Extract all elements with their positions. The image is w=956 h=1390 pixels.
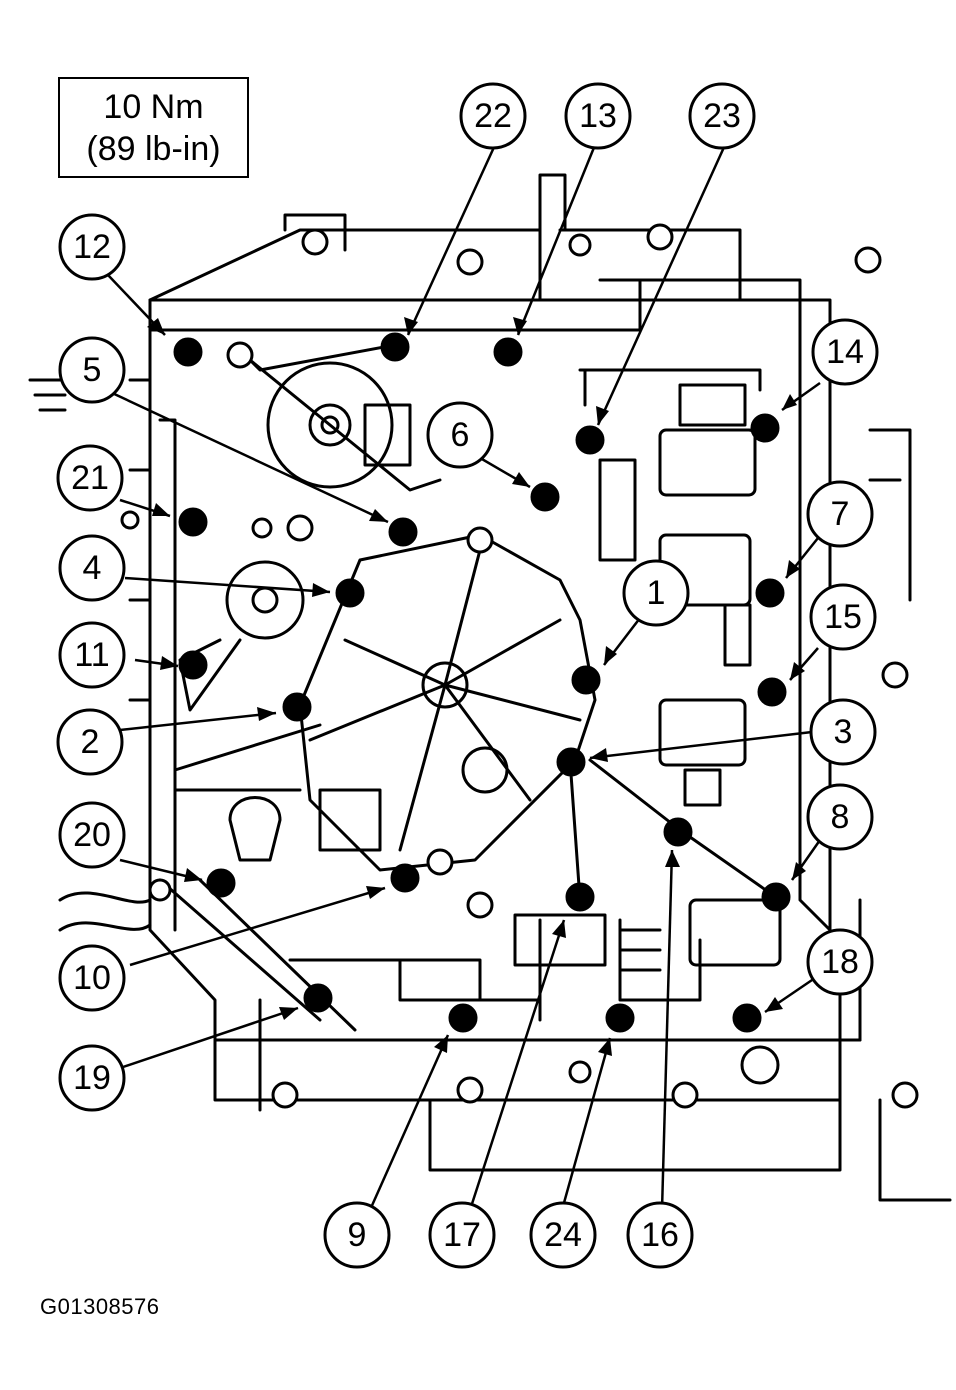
leader-arrowheads	[147, 317, 806, 1056]
callout-18: 18	[806, 928, 874, 996]
callout-17: 17	[428, 1201, 496, 1269]
torque-spec-box: 10 Nm (89 lb-in)	[58, 77, 249, 178]
callout-12-label: 12	[73, 228, 111, 266]
callout-14: 14	[811, 318, 879, 386]
torque-spec-lbin: (89 lb-in)	[86, 129, 221, 168]
mounting-holes	[120, 223, 919, 1109]
callout-1-label: 1	[647, 574, 666, 612]
callout-13-label: 13	[579, 97, 617, 135]
callout-10-label: 10	[73, 959, 111, 997]
callout-22: 22	[459, 82, 527, 150]
callout-7: 7	[806, 480, 874, 548]
callout-9: 9	[323, 1201, 391, 1269]
callout-18-label: 18	[821, 943, 859, 981]
callout-20: 20	[58, 801, 126, 869]
callout-7-label: 7	[831, 495, 850, 533]
callout-23-label: 23	[703, 97, 741, 135]
callout-24-label: 24	[544, 1216, 582, 1254]
callout-3-label: 3	[834, 713, 853, 751]
torque-spec-nm: 10 Nm	[103, 87, 204, 126]
callout-15-label: 15	[824, 598, 862, 636]
callout-4: 4	[58, 534, 126, 602]
callout-6: 6	[426, 401, 494, 469]
callout-2: 2	[56, 708, 124, 776]
callout-5-label: 5	[83, 351, 102, 389]
callout-17-label: 17	[443, 1216, 481, 1254]
callout-1: 1	[622, 559, 690, 627]
callout-20-label: 20	[73, 816, 111, 854]
valve-body-outline	[28, 173, 952, 1202]
callout-8: 8	[806, 783, 874, 851]
callout-14-label: 14	[826, 333, 864, 371]
callout-11: 11	[58, 621, 126, 689]
callout-16-label: 16	[641, 1216, 679, 1254]
callout-8-label: 8	[831, 798, 850, 836]
callout-5: 5	[58, 336, 126, 404]
callout-24: 24	[529, 1201, 597, 1269]
callout-22-label: 22	[474, 97, 512, 135]
bolt-heads	[173, 332, 791, 1033]
callout-3: 3	[809, 698, 877, 766]
figure-code: G01308576	[40, 1294, 160, 1319]
callout-19-label: 19	[73, 1059, 111, 1097]
callout-11-label: 11	[74, 636, 109, 674]
callout-13: 13	[564, 82, 632, 150]
callout-16: 16	[626, 1201, 694, 1269]
callout-23: 23	[688, 82, 756, 150]
callout-15: 15	[809, 583, 877, 651]
callout-10: 10	[58, 944, 126, 1012]
callout-12: 12	[58, 213, 126, 281]
callouts: 12 22 13 23 14 5 6 21 7 4 1 15 11 2 3 8 …	[56, 82, 879, 1269]
callout-6-label: 6	[451, 416, 470, 454]
callout-4-label: 4	[83, 549, 102, 587]
callout-2-label: 2	[81, 723, 100, 761]
callout-9-label: 9	[348, 1216, 367, 1254]
callout-19: 19	[58, 1044, 126, 1112]
callout-21: 21	[56, 444, 124, 512]
callout-21-label: 21	[71, 459, 109, 497]
